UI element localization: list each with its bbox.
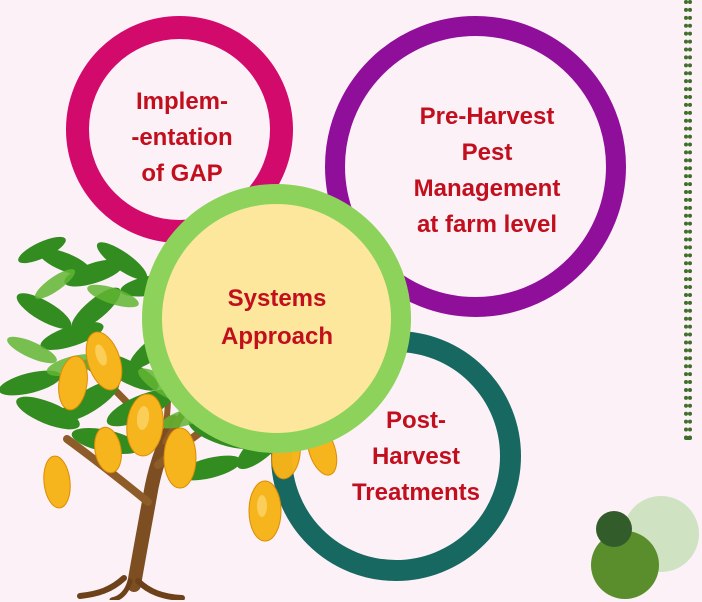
center-label-line-2: Approach (220, 323, 333, 350)
decorative-circles-icon (591, 496, 699, 599)
pre-harvest-label-line-2: Pest (461, 139, 513, 166)
pre-harvest-label-line-4: at farm level (416, 211, 558, 238)
gap-label-line-2: -entation (131, 124, 233, 151)
gap-label-line-1: Implem- (135, 88, 228, 115)
pre-harvest-label-line-1: Pre-Harvest (419, 103, 555, 130)
post-harvest-label-line-3: Treatments (351, 479, 481, 506)
gap-label-line-3: of GAP (141, 160, 223, 187)
dashed-right-border (684, 0, 692, 440)
post-harvest-label-line-1: Post- (386, 407, 446, 434)
center-label-line-1: Systems (227, 285, 327, 312)
post-harvest-label-line-2: Harvest (371, 443, 461, 470)
pre-harvest-label-line-3: Management (413, 175, 561, 202)
